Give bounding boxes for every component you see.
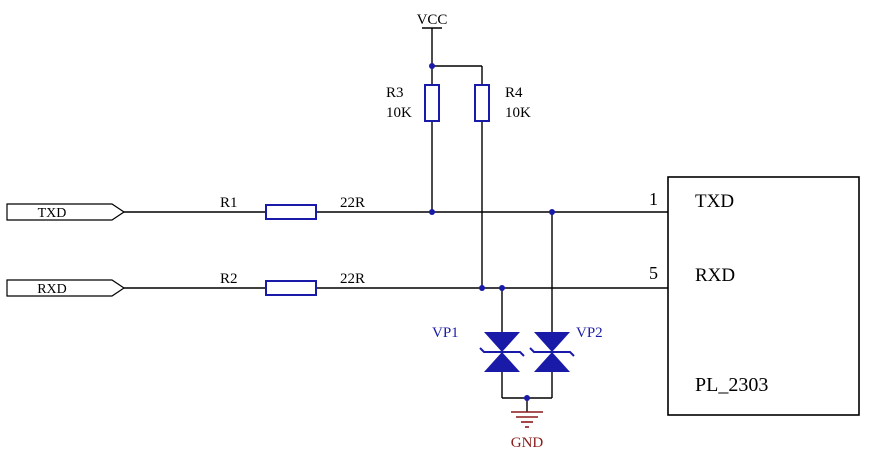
resistor-r1-body — [265, 204, 317, 220]
ic-pl2303: 1 TXD 5 RXD PL_2303 — [649, 176, 860, 416]
junction-dot — [429, 209, 435, 215]
resistor-r4-value: 10K — [505, 105, 531, 121]
junction-dot — [429, 63, 435, 69]
resistor-r3-ref: R3 — [386, 85, 404, 101]
ic-name: PL_2303 — [695, 374, 768, 396]
tvs-vp1-upper-triangle — [484, 332, 520, 352]
junction-dot — [524, 395, 530, 401]
junction-dot — [549, 209, 555, 215]
ground-symbol: GND — [511, 411, 544, 451]
ic-pin-1-number: 1 — [649, 189, 658, 209]
tvs-vp1-lower-triangle — [484, 352, 520, 372]
port-rxd-label: RXD — [37, 282, 67, 297]
vcc-symbol: VCC — [417, 12, 448, 29]
tvs-vp2-lower-triangle — [534, 352, 570, 372]
port-txd-label: TXD — [38, 206, 67, 221]
wires — [124, 28, 668, 412]
ic-pin-1-name: TXD — [695, 191, 734, 212]
resistor-r4-body — [474, 84, 490, 122]
resistor-r3: R3 10K — [386, 84, 440, 122]
tvs-vp1-bar — [479, 347, 525, 357]
resistor-r1: R1 22R — [220, 195, 365, 220]
ic-body — [667, 176, 860, 416]
ic-pin-5-number: 5 — [649, 263, 658, 283]
port-rxd: RXD — [6, 279, 126, 297]
resistor-r2-value: 22R — [340, 271, 365, 287]
tvs-vp2-label: VP2 — [576, 325, 603, 341]
resistor-r4: R4 10K — [474, 84, 531, 122]
vcc-label: VCC — [417, 12, 448, 28]
resistor-r2-body — [265, 280, 317, 296]
resistor-r2: R2 22R — [220, 271, 365, 296]
junctions — [429, 63, 555, 401]
junction-dot — [499, 285, 505, 291]
port-txd-flag — [6, 203, 126, 221]
resistor-r1-value: 22R — [340, 195, 365, 211]
junction-dot — [479, 285, 485, 291]
tvs-vp2-upper-triangle — [534, 332, 570, 352]
port-txd: TXD — [6, 203, 126, 221]
tvs-vp1: VP1 — [432, 325, 525, 372]
resistor-r1-ref: R1 — [220, 195, 238, 211]
resistor-r3-value: 10K — [386, 105, 412, 121]
tvs-vp2-bar — [529, 347, 575, 357]
resistor-r4-ref: R4 — [505, 85, 523, 101]
resistor-r3-body — [424, 84, 440, 122]
port-rxd-flag — [6, 279, 126, 297]
tvs-vp2: VP2 — [529, 325, 603, 372]
tvs-vp1-label: VP1 — [432, 325, 459, 341]
ground-label: GND — [511, 435, 544, 451]
ic-pin-5-name: RXD — [695, 265, 735, 286]
resistor-r2-ref: R2 — [220, 271, 238, 287]
